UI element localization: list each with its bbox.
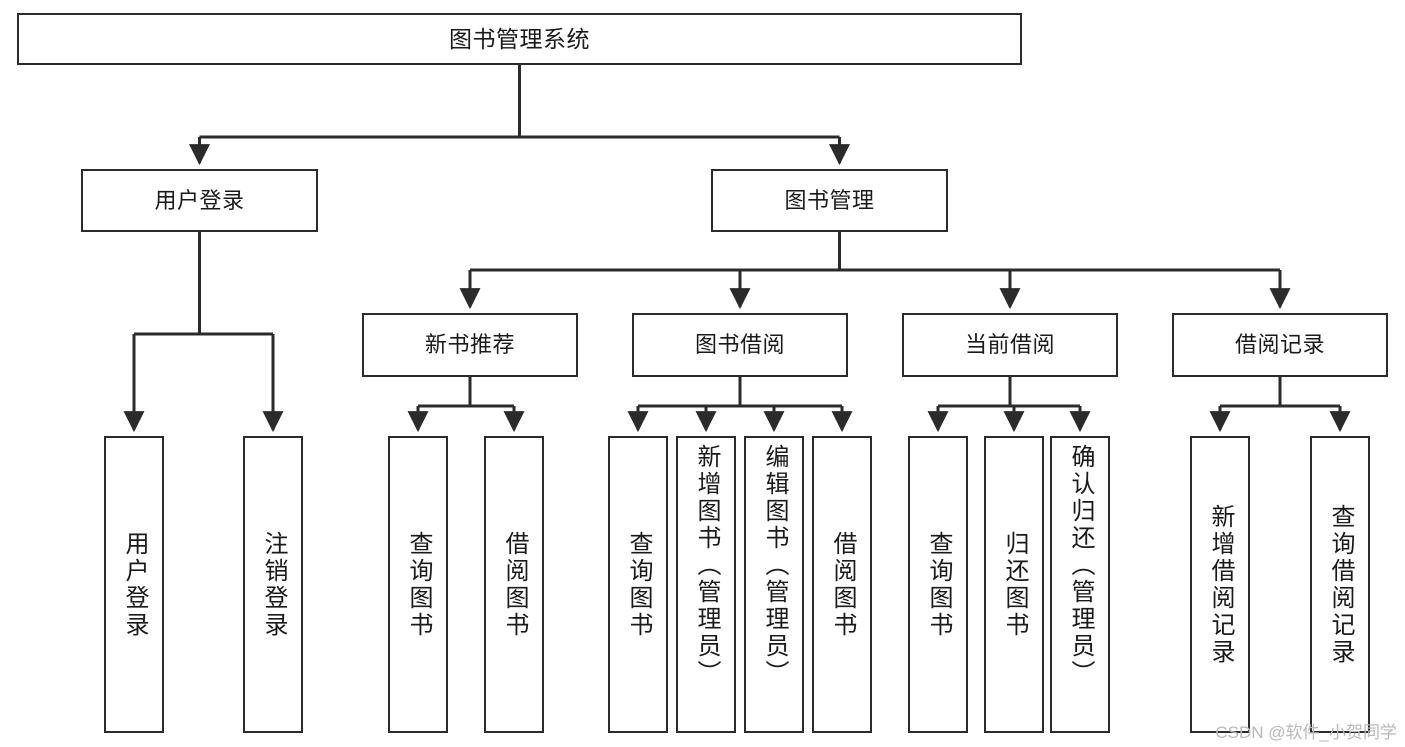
node-book-borrow-label: 图书借阅 — [694, 332, 785, 357]
node-root[interactable]: 图书管理系统 — [17, 13, 1022, 65]
node-leaf-user-login[interactable]: 用户登录 — [104, 436, 164, 733]
node-root-label: 图书管理系统 — [449, 25, 590, 52]
node-leaf-return-book-label: 归还图书 — [1001, 530, 1028, 639]
node-borrow-record-label: 借阅记录 — [1234, 332, 1325, 357]
node-leaf-user-login-label: 用户登录 — [121, 530, 148, 639]
node-user-login[interactable]: 用户登录 — [81, 169, 318, 232]
node-leaf-query-book-3[interactable]: 查询图书 — [908, 436, 968, 733]
node-leaf-borrow-book-1[interactable]: 借阅图书 — [484, 436, 544, 733]
node-book-manage[interactable]: 图书管理 — [711, 169, 948, 232]
node-new-book-recommend-label: 新书推荐 — [424, 332, 515, 357]
node-leaf-query-book-2[interactable]: 查询图书 — [608, 436, 668, 733]
node-leaf-borrow-book-2[interactable]: 借阅图书 — [812, 436, 872, 733]
node-leaf-edit-book[interactable]: 编辑图书（管理员） — [744, 436, 804, 733]
node-leaf-edit-book-label: 编辑图书（管理员） — [761, 444, 788, 687]
node-leaf-user-logout[interactable]: 注销登录 — [243, 436, 303, 733]
node-leaf-borrow-book-1-label: 借阅图书 — [501, 530, 528, 639]
node-leaf-confirm-return[interactable]: 确认归还（管理员） — [1050, 436, 1110, 733]
node-leaf-confirm-return-label: 确认归还（管理员） — [1067, 444, 1094, 687]
node-current-borrow[interactable]: 当前借阅 — [902, 313, 1118, 377]
node-leaf-add-record-label: 新增借阅记录 — [1207, 503, 1234, 666]
node-leaf-borrow-book-2-label: 借阅图书 — [829, 530, 856, 639]
node-user-login-label: 用户登录 — [154, 187, 245, 213]
node-leaf-query-book-3-label: 查询图书 — [925, 530, 952, 639]
node-book-manage-label: 图书管理 — [784, 187, 875, 213]
node-leaf-add-book[interactable]: 新增图书（管理员） — [676, 436, 736, 733]
node-leaf-add-record[interactable]: 新增借阅记录 — [1190, 436, 1250, 733]
node-leaf-query-book-1-label: 查询图书 — [405, 530, 432, 639]
node-leaf-query-book-1[interactable]: 查询图书 — [388, 436, 448, 733]
csdn-watermark: CSDN @软件_小贺同学 — [1215, 723, 1397, 742]
node-book-borrow[interactable]: 图书借阅 — [632, 313, 848, 377]
node-leaf-add-book-label: 新增图书（管理员） — [693, 444, 720, 687]
node-leaf-return-book[interactable]: 归还图书 — [984, 436, 1044, 733]
node-leaf-user-logout-label: 注销登录 — [260, 530, 287, 639]
node-new-book-recommend[interactable]: 新书推荐 — [362, 313, 578, 377]
node-borrow-record[interactable]: 借阅记录 — [1172, 313, 1388, 377]
node-leaf-query-record-label: 查询借阅记录 — [1327, 503, 1354, 666]
node-leaf-query-book-2-label: 查询图书 — [625, 530, 652, 639]
node-current-borrow-label: 当前借阅 — [964, 332, 1055, 357]
node-leaf-query-record[interactable]: 查询借阅记录 — [1310, 436, 1370, 733]
